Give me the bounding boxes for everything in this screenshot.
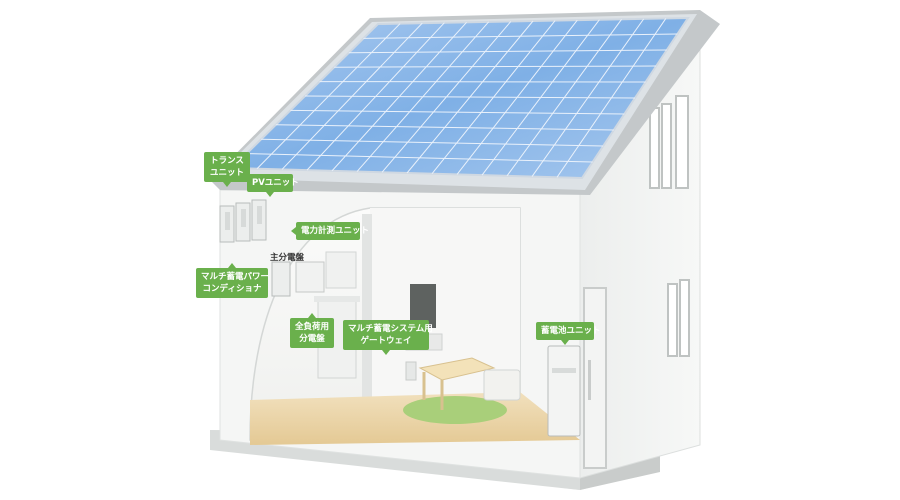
gateway-device xyxy=(405,361,417,381)
callout-power-meter-unit: 電力計測ユニット xyxy=(291,222,370,240)
callout-full-load-panel: 全負荷用 分電盤 xyxy=(290,313,334,348)
main-panel-device xyxy=(271,261,291,297)
callout-gateway: マルチ蓄電システム用 ゲートウェイ xyxy=(343,320,433,355)
sofa xyxy=(483,369,521,401)
panel-grid-line xyxy=(363,33,678,39)
full-load-line1: 全負荷用 xyxy=(295,322,330,332)
callout-pv-unit: PVユニット xyxy=(247,174,299,197)
panel-grid-line xyxy=(246,153,593,163)
gateway-line2: ゲートウェイ xyxy=(360,336,412,346)
conditioner-line2: コンディショナ xyxy=(202,284,262,294)
side-window-lower xyxy=(667,279,690,357)
callout-trans-unit: トランス ユニット xyxy=(204,152,250,187)
conditioner-line1: マルチ蓄電パワー xyxy=(201,272,270,282)
battery-device xyxy=(547,345,581,437)
gateway-line1: マルチ蓄電システム用 xyxy=(348,324,433,334)
panel-grid-line xyxy=(334,65,657,68)
panel-grid-line xyxy=(304,95,636,99)
panel-grid-line xyxy=(348,49,667,54)
power-meter-label: 電力計測ユニット xyxy=(301,226,370,236)
callout-battery-unit: 蓄電池ユニット xyxy=(536,322,601,345)
power-meter-device xyxy=(295,261,325,293)
panel-grid-line xyxy=(261,138,604,147)
solar-panel xyxy=(229,16,690,180)
pv-unit-label: PVユニット xyxy=(252,178,299,188)
trans-unit-line1: トランス xyxy=(210,156,244,166)
panel-grid-line xyxy=(275,124,614,131)
battery-vent xyxy=(552,368,576,373)
power-units xyxy=(219,199,267,243)
side-window-upper xyxy=(649,95,689,189)
solar-panel-grid xyxy=(246,18,678,178)
door-frame xyxy=(583,287,607,469)
full-load-line2: 分電盤 xyxy=(299,334,325,344)
door-handle xyxy=(588,360,591,400)
callout-multi-power-conditioner: マルチ蓄電パワー コンディショナ xyxy=(196,263,270,298)
trans-unit-line2: ユニット xyxy=(209,168,244,178)
table-top xyxy=(418,357,496,381)
panel-grid-line xyxy=(290,109,625,115)
kitchen-cabinet-upper xyxy=(325,251,357,289)
kitchen-counter xyxy=(314,296,360,302)
battery-unit-label: 蓄電池ユニット xyxy=(541,326,601,336)
rug xyxy=(403,396,507,424)
main-panel-label: 主分電盤 xyxy=(270,253,305,263)
